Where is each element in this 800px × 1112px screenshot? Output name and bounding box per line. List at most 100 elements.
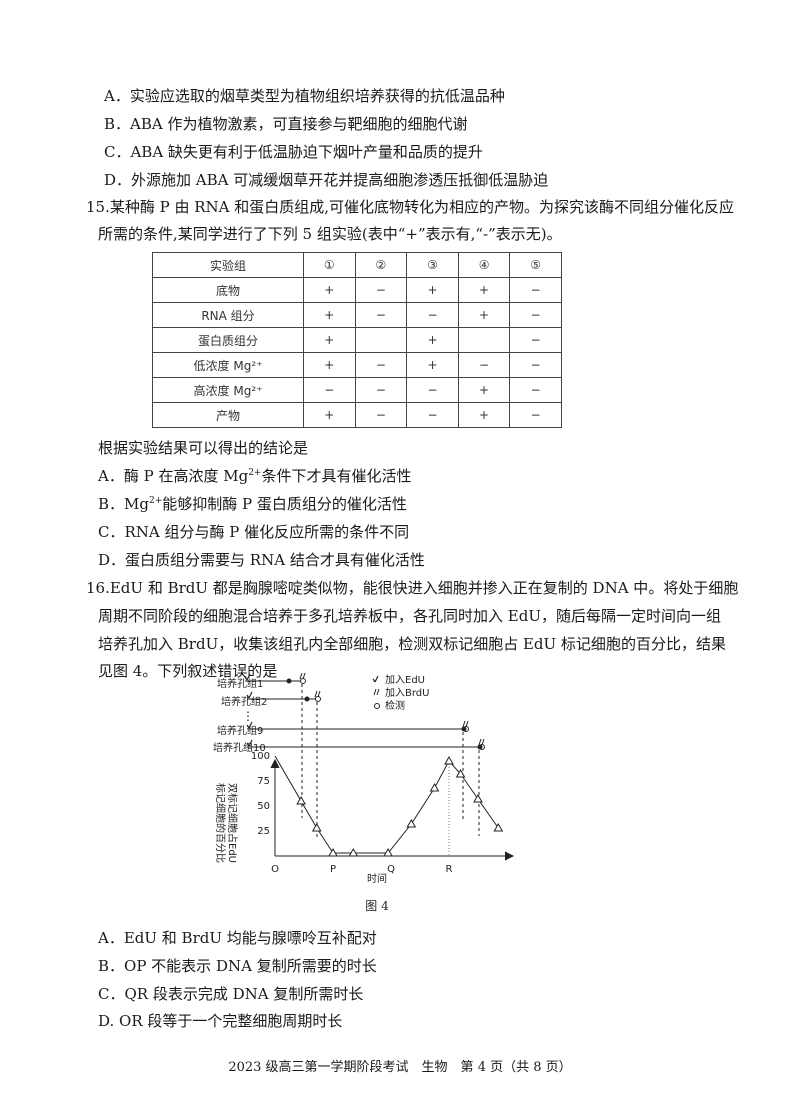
q16-stem-line1: 16.EdU 和 BrdU 都是胸腺嘧啶类似物，能很快进入细胞并掺入正在复制的 … [86, 579, 739, 597]
table-cell: − [509, 302, 562, 328]
q15-option-a: A．酶 P 在高浓度 Mg2+条件下才具有催化活性 [98, 467, 412, 485]
group-label: 培养孔组9 [217, 724, 263, 737]
axes [270, 758, 515, 861]
legend-detect-icon [374, 703, 380, 709]
table-cell: + [457, 377, 511, 403]
y-ticks: 100 75 50 25 [251, 751, 270, 837]
table-cell: + [457, 402, 511, 428]
svg-text:双标记细胞占EdU: 双标记细胞占EdU [226, 783, 239, 863]
data-point-marker [429, 782, 440, 792]
table-cell: + [406, 327, 459, 353]
table-row: 蛋白质组分 + + − [152, 327, 562, 353]
q15-option-b: B．Mg2+能够抑制酶 P 蛋白质组分的催化活性 [98, 495, 407, 513]
table-row: 产物 + − − + − [152, 402, 562, 428]
data-point-marker [348, 847, 359, 857]
q15-stem-line2: 所需的条件,某同学进行了下列 5 组实验(表中“+”表示有,“-”表示无)。 [98, 225, 562, 243]
q16-stem-line2: 周期不同阶段的细胞混合培养于多孔培养板中，各孔同时加入 EdU，随后每隔一定时间… [98, 607, 721, 625]
table-row: 高浓度 Mg²⁺ − − − + − [152, 377, 562, 403]
table-cell: + [303, 302, 356, 328]
y-tick-label: 25 [257, 826, 270, 837]
legend-edu-icon [372, 675, 379, 683]
table-cell: − [354, 377, 408, 403]
table-cell: − [509, 402, 562, 428]
legend-brdu-label: 加入BrdU [385, 687, 429, 699]
x-tick-label: R [446, 864, 453, 875]
table-cell: + [406, 277, 459, 303]
table-header-cell: ② [354, 252, 408, 278]
group-label: 培养孔组2 [221, 695, 267, 708]
table-header-row: 实验组 ① ② ③ ④ ⑤ [152, 252, 562, 278]
table-cell: + [303, 402, 356, 428]
table-cell: − [354, 277, 408, 303]
q15-option-c: C．RNA 组分与酶 P 催化反应所需的条件不同 [98, 523, 410, 541]
edu-add-icon [244, 673, 253, 747]
y-tick-label: 75 [257, 776, 270, 787]
table-cell: − [509, 352, 562, 378]
table-header-cell: ④ [457, 252, 511, 278]
series-line [274, 755, 499, 854]
table-row: 底物 + − + + − [152, 277, 562, 303]
data-point-marker [311, 822, 322, 832]
table-cell: − [354, 302, 408, 328]
data-point-marker [493, 822, 504, 832]
q16-option-c: C．QR 段表示完成 DNA 复制所需时长 [98, 985, 364, 1003]
ellipsis-mark: ⋮ [242, 709, 254, 723]
q14-option-a: A．实验应选取的烟草类型为植物组织培养获得的抗低温品种 [104, 87, 505, 105]
table-cell [457, 327, 511, 353]
data-point-marker [383, 847, 393, 857]
q14-option-d: D．外源施加 ABA 可减缓烟草开花并提高细胞渗透压抵御低温胁迫 [104, 171, 549, 189]
brdu-add-icon [299, 672, 485, 746]
table-cell: − [509, 377, 562, 403]
table-header-cell: 实验组 [152, 252, 304, 278]
table-header-cell: ③ [406, 252, 459, 278]
table-cell: − [303, 377, 356, 403]
legend: 加入EdU 加入BrdU 检测 [372, 674, 429, 712]
data-point-marker [296, 795, 306, 805]
table-cell: − [457, 352, 511, 378]
page-footer: 2023 级高三第一学期阶段考试 生物 第 4 页（共 8 页） [228, 1060, 572, 1075]
table-cell: + [303, 352, 356, 378]
q16-stem-line3: 培养孔加入 BrdU，收集该组孔内全部细胞，检测双标记细胞占 EdU 标记细胞的… [98, 635, 726, 653]
q16-stem-line4: 见图 4。下列叙述错误的是 [98, 662, 278, 680]
table-cell: − [406, 402, 459, 428]
table-cell: + [303, 327, 356, 353]
figure-caption: 图 4 [365, 899, 389, 913]
q15-stem-line1: 15.某种酶 P 由 RNA 和蛋白质组成,可催化底物转化为相应的产物。为探究该… [86, 198, 735, 216]
table-cell: − [354, 352, 408, 378]
q15-option-d: D．蛋白质组分需要与 RNA 结合才具有催化活性 [98, 551, 425, 569]
x-tick-label: Q [387, 864, 395, 875]
table-cell [354, 327, 408, 353]
q14-option-c: C．ABA 缺失更有利于低温胁迫下烟叶产量和品质的提升 [104, 143, 483, 161]
group-label: 培养孔组1 [217, 677, 263, 690]
x-tick-label: P [330, 864, 336, 875]
table-cell: − [509, 327, 562, 353]
x-tick-label: O [271, 864, 279, 875]
row-label: 产物 [152, 402, 304, 428]
table-header-cell: ⑤ [509, 252, 562, 278]
row-label: 高浓度 Mg²⁺ [152, 377, 304, 403]
timelines [245, 680, 481, 748]
table-cell: + [457, 277, 511, 303]
q16-option-a: A．EdU 和 BrdU 均能与腺嘌呤互补配对 [98, 929, 377, 947]
row-label: 低浓度 Mg²⁺ [152, 352, 304, 378]
figure-4: 培养孔组1 培养孔组2 ⋮ 培养孔组9 培养孔组10 加入EdU [213, 672, 515, 913]
row-label: RNA 组分 [152, 302, 304, 328]
table-cell: − [509, 277, 562, 303]
filled-dots [286, 678, 483, 750]
legend-detect-label: 检测 [385, 699, 405, 712]
q15-conclusion: 根据实验结果可以得出的结论是 [98, 439, 309, 457]
data-point-marker [455, 768, 466, 778]
table-cell: + [406, 352, 459, 378]
table-row: 低浓度 Mg²⁺ + − + − − [152, 352, 562, 378]
legend-edu-label: 加入EdU [385, 674, 425, 686]
data-point-marker [473, 793, 483, 803]
q16-option-b: B．OP 不能表示 DNA 复制所需要的时长 [98, 957, 377, 975]
table-cell: + [303, 277, 356, 303]
row-label: 蛋白质组分 [152, 327, 304, 353]
group-label: 培养孔组10 [213, 741, 266, 754]
y-tick-label: 50 [257, 801, 270, 812]
q14-option-b: B．ABA 作为植物激素，可直接参与靶细胞的细胞代谢 [104, 115, 468, 133]
data-point-marker [328, 847, 338, 857]
legend-brdu-icon [373, 688, 380, 696]
x-axis-label: 时间 [367, 872, 387, 885]
